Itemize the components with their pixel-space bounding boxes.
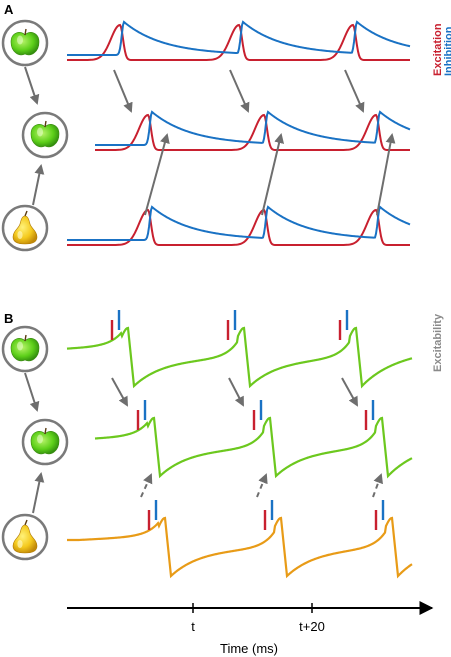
excitation-inhibition-traces xyxy=(67,20,411,246)
apple-icon xyxy=(1,325,49,373)
legend-excitation: Excitation xyxy=(432,23,444,76)
propagation-arrow xyxy=(144,133,170,216)
panel-a-label: A xyxy=(4,2,14,17)
propagation-arrow xyxy=(140,473,153,498)
panel-a: A Excitation Inhibition xyxy=(1,2,451,252)
tick-label-t-plus-20: t+20 xyxy=(299,619,325,634)
apple-icon xyxy=(21,111,69,159)
stimulus-arrow xyxy=(32,472,45,514)
excitability-traces xyxy=(66,310,413,579)
tick-label-t: t xyxy=(191,619,195,634)
propagation-arrow xyxy=(344,69,365,113)
propagation-arrow xyxy=(113,69,133,113)
inhibition-trace xyxy=(67,20,411,56)
time-axis: t t+20 Time (ms) xyxy=(67,601,434,656)
stimulus-arrow xyxy=(24,372,40,412)
propagation-arrow xyxy=(256,473,268,498)
panel-b-label: B xyxy=(4,311,13,326)
excitation-trace xyxy=(95,113,410,151)
propagation-arrow xyxy=(376,133,396,216)
propagation-arrow xyxy=(261,133,285,216)
propagation-arrow xyxy=(111,377,128,407)
propagation-arrow xyxy=(229,69,250,113)
excitability-trace xyxy=(66,326,413,389)
stimulus-arrow xyxy=(24,66,40,105)
apple-icon xyxy=(1,19,49,67)
excitability-trace xyxy=(94,416,413,479)
propagation-arrow xyxy=(341,377,358,407)
inhibition-trace xyxy=(95,110,411,146)
pear-icon xyxy=(1,204,49,252)
stimulus-arrow xyxy=(32,164,45,206)
propagation-arrow xyxy=(372,473,383,498)
propagation-arrow xyxy=(228,377,244,407)
time-axis-title: Time (ms) xyxy=(220,641,278,656)
propagation-arrows xyxy=(113,69,396,216)
legend-excitability: Excitability xyxy=(432,313,444,372)
inhibition-trace xyxy=(67,205,411,241)
excitation-trace xyxy=(67,208,410,246)
pear-icon xyxy=(1,513,49,561)
panel-b: B Excitability xyxy=(1,310,444,579)
apple-icon xyxy=(21,418,69,466)
propagation-arrows xyxy=(111,377,383,498)
legend-inhibition: Inhibition xyxy=(443,26,451,76)
excitability-trace xyxy=(67,516,413,579)
excitation-trace xyxy=(67,23,410,61)
